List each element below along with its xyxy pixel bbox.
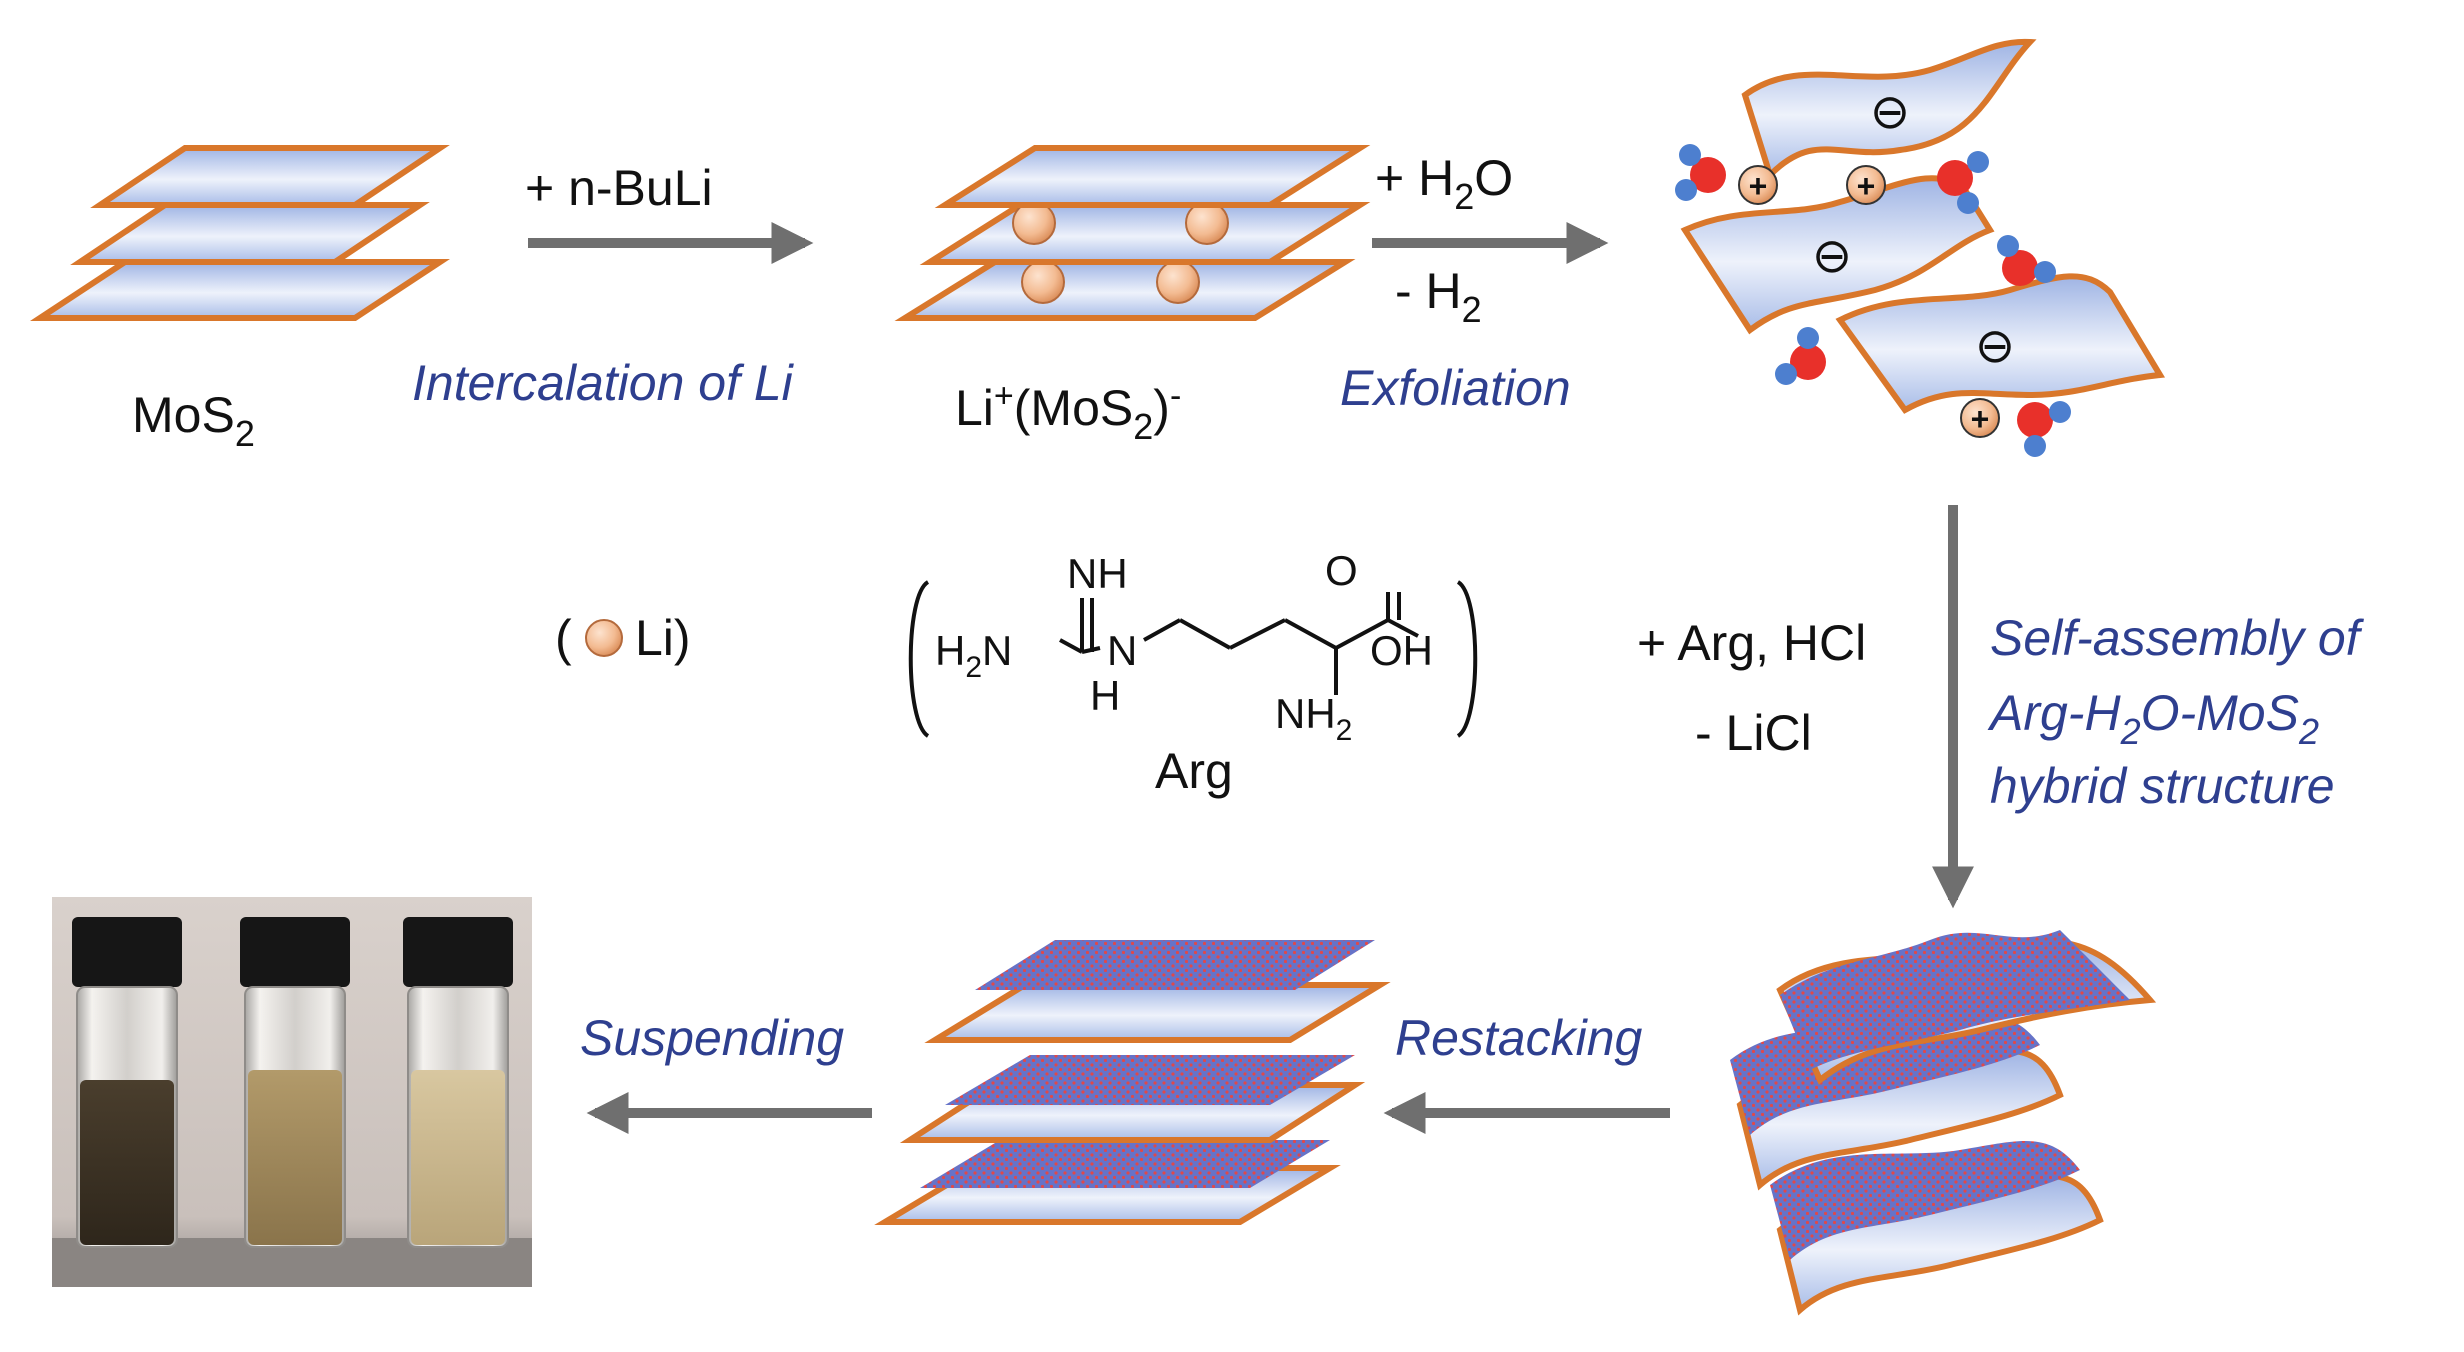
- h2-label: - H2: [1395, 263, 1482, 330]
- hybrid-curved-stack: [1730, 930, 2157, 1316]
- intercalated-mos2-stack: [894, 145, 1371, 321]
- legend-li-label: Li): [635, 610, 691, 666]
- arg-oh: OH: [1370, 627, 1433, 674]
- exfoliation-label: Exfoliation: [1340, 360, 1571, 416]
- restacked-layers: [874, 940, 1391, 1225]
- exfoliated-sheets: ⊖ ⊖ ⊖ + + +: [1675, 38, 2166, 457]
- self-assembly-line1: Self-assembly of: [1990, 610, 2365, 666]
- negative-charge-icon: ⊖: [1870, 86, 1910, 139]
- arginine-structure: NH H2N N H O OH NH2: [908, 547, 1478, 747]
- arg-name: Arg: [1155, 743, 1233, 799]
- li-mos2-label: Li+(MoS2)-: [955, 377, 1181, 447]
- arg-n: N: [1107, 627, 1137, 674]
- arg-h: H: [1090, 672, 1120, 719]
- restacking-label: Restacking: [1395, 1010, 1643, 1066]
- arg-carbonyl-o: O: [1325, 547, 1358, 594]
- exfoliated-sheet: ⊖: [1835, 273, 2166, 414]
- nbuli-label: + n-BuLi: [525, 160, 713, 216]
- water-molecule-icon: [1997, 235, 2056, 286]
- arg-h2n: H2N: [935, 627, 1012, 684]
- water-molecule-icon: [1937, 151, 1989, 214]
- li-sphere-icon: [1185, 201, 1229, 245]
- h2o-label: + H2O: [1375, 150, 1513, 217]
- cation: +: [1846, 165, 1886, 205]
- exfoliated-sheet: ⊖: [1741, 38, 2037, 181]
- licl-label: - LiCl: [1695, 705, 1812, 761]
- bulk-mos2-stack: [29, 145, 451, 321]
- vial-icon: [72, 917, 182, 1248]
- vial-icon: [240, 917, 350, 1248]
- li-sphere-icon: [1021, 260, 1065, 304]
- negative-charge-icon: ⊖: [1975, 320, 2015, 373]
- self-assembly-line3: hybrid structure: [1990, 758, 2335, 814]
- legend-open-paren: (: [555, 610, 572, 666]
- vials-photo: [52, 897, 532, 1287]
- suspending-label: Suspending: [580, 1010, 844, 1066]
- intercalation-label: Intercalation of Li: [412, 355, 795, 411]
- cation: +: [1738, 165, 1778, 205]
- li-sphere-icon: [585, 619, 623, 657]
- water-molecule-icon: [1675, 144, 1726, 201]
- self-assembly-line2: Arg-H2O-MoS2: [1987, 685, 2319, 752]
- exfoliated-sheet: ⊖: [1680, 175, 1995, 335]
- cation: +: [1960, 398, 2000, 438]
- negative-charge-icon: ⊖: [1812, 230, 1852, 283]
- arg-nh: NH: [1067, 550, 1128, 597]
- positive-charge-icon: +: [1857, 168, 1876, 204]
- positive-charge-icon: +: [1749, 168, 1768, 204]
- mos2-label: MoS2: [132, 387, 255, 454]
- water-molecule-icon: [1775, 327, 1826, 385]
- vial-icon: [403, 917, 513, 1248]
- li-sphere-icon: [1012, 201, 1056, 245]
- water-molecule-icon: [2017, 401, 2071, 457]
- positive-charge-icon: +: [1971, 401, 1990, 437]
- li-sphere-icon: [1156, 260, 1200, 304]
- arg-hcl-label: + Arg, HCl: [1637, 615, 1866, 671]
- arg-nh2: NH2: [1275, 690, 1352, 747]
